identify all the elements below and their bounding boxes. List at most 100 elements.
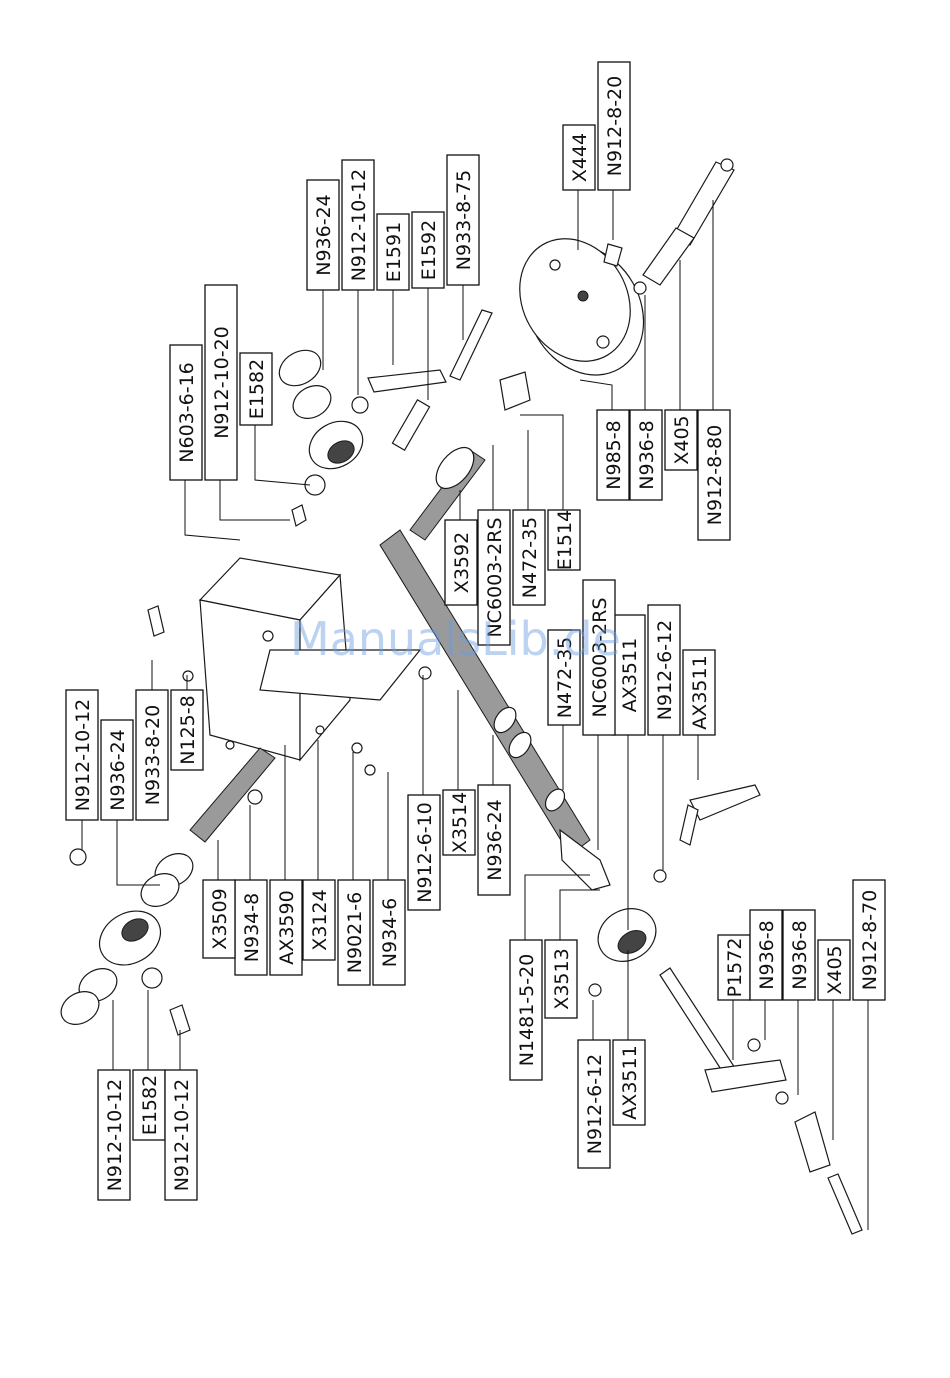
part-number-text: AX3511 <box>689 655 711 729</box>
part-label-box <box>169 344 203 481</box>
part-label-box <box>477 784 511 896</box>
part-label: E1514 <box>547 509 581 571</box>
part-label: N936-24 <box>306 179 340 291</box>
part-number-text: N125-8 <box>177 695 199 764</box>
part-number-text: N936-24 <box>107 729 129 811</box>
part-label-box <box>164 1069 198 1201</box>
part-label-box <box>204 284 238 481</box>
part-label-box <box>442 789 476 856</box>
part-label: X444 <box>562 124 596 191</box>
part-label: N125-8 <box>170 689 204 771</box>
part-label: N912-8-70 <box>852 879 886 1001</box>
part-label: X405 <box>817 939 851 1001</box>
spindle-assembly <box>379 371 611 891</box>
part-label: N912-8-20 <box>597 61 631 191</box>
part-label: N9021-6 <box>337 879 371 986</box>
part-number-text: N936-24 <box>484 799 506 881</box>
part-label: P1572 <box>717 934 751 1001</box>
part-number-text: P1572 <box>724 938 746 998</box>
part-number-text: N934-8 <box>241 893 263 962</box>
part-number-text: N912-10-12 <box>72 699 94 812</box>
part-number-text: AX3590 <box>276 890 298 964</box>
part-label-box <box>577 1039 611 1169</box>
part-label: N936-24 <box>477 784 511 896</box>
part-label-box <box>664 409 698 471</box>
part-number-text: N912-8-80 <box>704 425 726 525</box>
part-label: X3124 <box>302 879 336 961</box>
part-label-box <box>852 879 886 1001</box>
part-label-box <box>562 124 596 191</box>
part-label: X3513 <box>544 939 578 1019</box>
part-label-box <box>544 939 578 1019</box>
part-label: E1591 <box>376 213 410 291</box>
part-number-text: N912-8-70 <box>859 890 881 990</box>
parts-illustration <box>60 158 863 1235</box>
part-label-box <box>446 154 480 286</box>
part-label-box <box>629 409 663 501</box>
part-label-box <box>372 879 406 986</box>
part-label-box <box>234 879 268 976</box>
part-label: E1592 <box>411 211 445 289</box>
part-label-box <box>170 689 204 771</box>
part-label: N912-10-12 <box>164 1069 198 1201</box>
lower-threaded-rod <box>189 747 276 843</box>
part-number-text: X3514 <box>449 792 471 853</box>
part-number-text: N912-8-20 <box>604 76 626 176</box>
part-label-box <box>269 879 303 976</box>
part-label: N912-10-12 <box>97 1069 131 1201</box>
part-label: N934-8 <box>234 879 268 976</box>
part-number-text: N936-24 <box>313 194 335 276</box>
part-label-box <box>612 1039 646 1126</box>
part-label: AX3511 <box>612 1039 646 1126</box>
part-label: NC6003-2RS <box>477 509 511 646</box>
part-number-text: NC6003-2RS <box>484 517 506 637</box>
part-label-box <box>782 909 816 1001</box>
part-label-box <box>135 689 169 821</box>
part-number-text: X405 <box>671 415 693 464</box>
part-number-text: N934-6 <box>379 898 401 967</box>
part-label-box <box>512 509 546 606</box>
part-label-box <box>509 939 543 1081</box>
part-label: N936-8 <box>629 409 663 501</box>
part-label-box <box>817 939 851 1001</box>
part-label-box <box>547 629 581 726</box>
part-label-box <box>582 579 616 736</box>
part-label: N912-10-12 <box>341 159 375 291</box>
part-number-text: X444 <box>569 133 591 182</box>
part-label: N936-8 <box>749 909 783 1001</box>
part-number-text: N936-8 <box>636 420 658 489</box>
part-label-box <box>682 649 716 736</box>
upper-bearing-cluster <box>278 309 493 527</box>
part-label-box <box>647 604 681 736</box>
part-label: AX3511 <box>682 649 716 736</box>
part-number-text: AX3511 <box>619 1045 641 1119</box>
part-label: N985-8 <box>596 409 630 501</box>
part-number-text: N1481-5-20 <box>516 954 538 1067</box>
part-label-box <box>376 213 410 291</box>
part-label: N912-10-12 <box>65 689 99 821</box>
part-label: N1481-5-20 <box>509 939 543 1081</box>
part-number-text: N912-6-12 <box>584 1054 606 1154</box>
part-label: N934-6 <box>372 879 406 986</box>
part-number-text: N912-10-12 <box>104 1079 126 1192</box>
part-label: N603-6-16 <box>169 344 203 481</box>
part-label-box <box>717 934 751 1001</box>
part-label-box <box>411 211 445 289</box>
part-label-box <box>477 509 511 646</box>
part-number-text: N936-8 <box>789 920 811 989</box>
part-label: X405 <box>664 409 698 471</box>
part-label: X3514 <box>442 789 476 856</box>
part-label-box <box>596 409 630 501</box>
part-number-text: X405 <box>824 945 846 994</box>
part-number-text: N9021-6 <box>344 892 366 974</box>
part-label: N936-24 <box>100 719 134 821</box>
part-label: N472-35 <box>547 629 581 726</box>
part-number-text: N472-35 <box>519 517 541 599</box>
part-number-text: E1592 <box>418 220 440 280</box>
part-label-box <box>444 519 478 606</box>
part-number-text: N912-10-12 <box>171 1079 193 1192</box>
part-number-text: E1582 <box>246 359 268 419</box>
part-number-text: X3592 <box>451 532 473 593</box>
